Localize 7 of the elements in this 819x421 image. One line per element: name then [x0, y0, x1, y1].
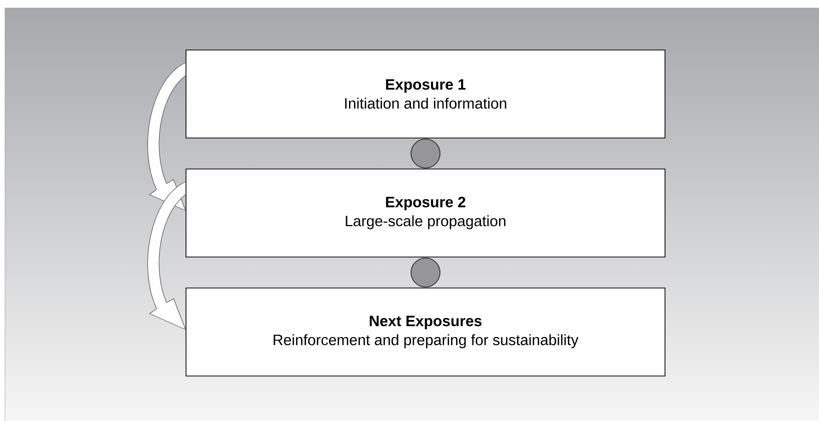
connector-circle — [410, 258, 440, 288]
connector-circle — [410, 138, 440, 168]
stage-box: Exposure 1 Initiation and information — [186, 50, 666, 138]
stage-box: Next Exposures Reinforcement and preparing for sustainability — [186, 288, 666, 376]
stage-box: Exposure 2 Large-scale propagation — [186, 168, 666, 258]
curved-arrow — [147, 181, 186, 330]
curved-arrow — [147, 62, 186, 211]
